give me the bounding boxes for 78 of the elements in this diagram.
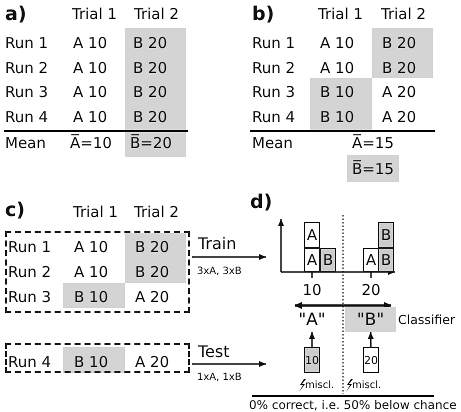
table-text: A 10 bbox=[320, 59, 354, 77]
small-note: 1xA, 1xB bbox=[197, 371, 242, 385]
table-text: 20 bbox=[361, 281, 381, 299]
small-note: miscl. bbox=[305, 379, 334, 393]
table-text: B 20 bbox=[133, 83, 168, 101]
table-text: B 20 bbox=[135, 238, 170, 256]
bar-box: B bbox=[320, 248, 336, 272]
box-outline bbox=[5, 231, 190, 313]
table-text: Run 2 bbox=[252, 59, 296, 77]
table-text: A 10 bbox=[74, 238, 108, 256]
sample-box: 20 bbox=[363, 347, 379, 373]
arrow bbox=[192, 361, 266, 367]
table-text: B 10 bbox=[320, 83, 354, 101]
bar-box: B bbox=[378, 248, 394, 272]
edge-label: Train bbox=[198, 235, 236, 253]
box-outline bbox=[5, 343, 190, 373]
table-text: Run 1 bbox=[8, 238, 52, 256]
table-text: B 10 bbox=[74, 288, 108, 306]
table-text: A 20 bbox=[135, 288, 170, 306]
table-text: Trial 1 bbox=[72, 5, 117, 23]
table-text: B 20 bbox=[382, 59, 416, 77]
table-text: Run 3 bbox=[5, 83, 48, 101]
table-text: B 20 bbox=[133, 59, 168, 77]
small-note: 3xA, 3xB bbox=[197, 265, 242, 279]
table-text: A 20 bbox=[382, 108, 416, 126]
bar-box: A bbox=[304, 222, 320, 248]
table-text: 10 bbox=[302, 281, 322, 299]
table-text: A̅=10 bbox=[70, 134, 112, 152]
table-text: Classifier bbox=[398, 311, 456, 329]
table-text: B 20 bbox=[382, 34, 416, 52]
table-text: B 20 bbox=[133, 108, 168, 126]
panel-letter: d) bbox=[250, 193, 272, 211]
bar-box: A bbox=[304, 248, 320, 272]
table-text: A̅=15 bbox=[352, 134, 394, 152]
mean-value: B̅=15 bbox=[347, 155, 399, 182]
panel-letter: a) bbox=[5, 5, 27, 23]
table-text: A 10 bbox=[73, 108, 108, 126]
edge-label: Test bbox=[198, 343, 230, 361]
table-text: B 10 bbox=[74, 353, 108, 371]
table-text: Run 2 bbox=[8, 263, 52, 281]
table-text: B 10 bbox=[320, 108, 354, 126]
small-note: miscl. bbox=[352, 379, 382, 393]
table-text: Run 3 bbox=[8, 288, 52, 306]
arrow bbox=[368, 332, 374, 347]
table-text: Mean bbox=[5, 134, 46, 152]
table-text: A 10 bbox=[73, 34, 108, 52]
table-text: Trial 1 bbox=[318, 5, 363, 23]
table-text: A 20 bbox=[135, 353, 170, 371]
arrow bbox=[309, 332, 315, 347]
table-text: Run 2 bbox=[5, 59, 48, 77]
caption-text: 0% correct, i.e. 50% below chance bbox=[249, 398, 457, 412]
table-text: A 10 bbox=[73, 83, 108, 101]
table-text: B 20 bbox=[135, 263, 170, 281]
table-text: Mean bbox=[252, 134, 293, 152]
table-text: A 20 bbox=[382, 83, 416, 101]
table-text: B̅=20 bbox=[130, 134, 172, 152]
table-text: A 10 bbox=[73, 59, 108, 77]
table-text: B 20 bbox=[133, 34, 168, 52]
table-text: A 10 bbox=[74, 263, 108, 281]
table-text: Run 3 bbox=[252, 83, 296, 101]
table-text: Trial 2 bbox=[381, 5, 426, 23]
class-label: "A" bbox=[292, 308, 332, 332]
table-text: Run 4 bbox=[5, 108, 48, 126]
bar-box: B bbox=[378, 222, 394, 248]
table-text: Trial 1 bbox=[73, 203, 118, 221]
table-text: Run 1 bbox=[252, 34, 296, 52]
table-text: Trial 2 bbox=[134, 5, 179, 23]
panel-letter: b) bbox=[252, 5, 274, 23]
panel-letter: c) bbox=[5, 201, 25, 219]
table-text: Run 4 bbox=[8, 353, 52, 371]
class-label: "B" bbox=[345, 307, 396, 332]
table-text: A 10 bbox=[320, 34, 354, 52]
table-text: Run 4 bbox=[252, 108, 296, 126]
table-text: Trial 2 bbox=[134, 203, 179, 221]
bar-box: A bbox=[363, 248, 379, 272]
arrow bbox=[192, 254, 266, 260]
table-text: Run 1 bbox=[5, 34, 48, 52]
sample-box: 10 bbox=[304, 347, 320, 373]
